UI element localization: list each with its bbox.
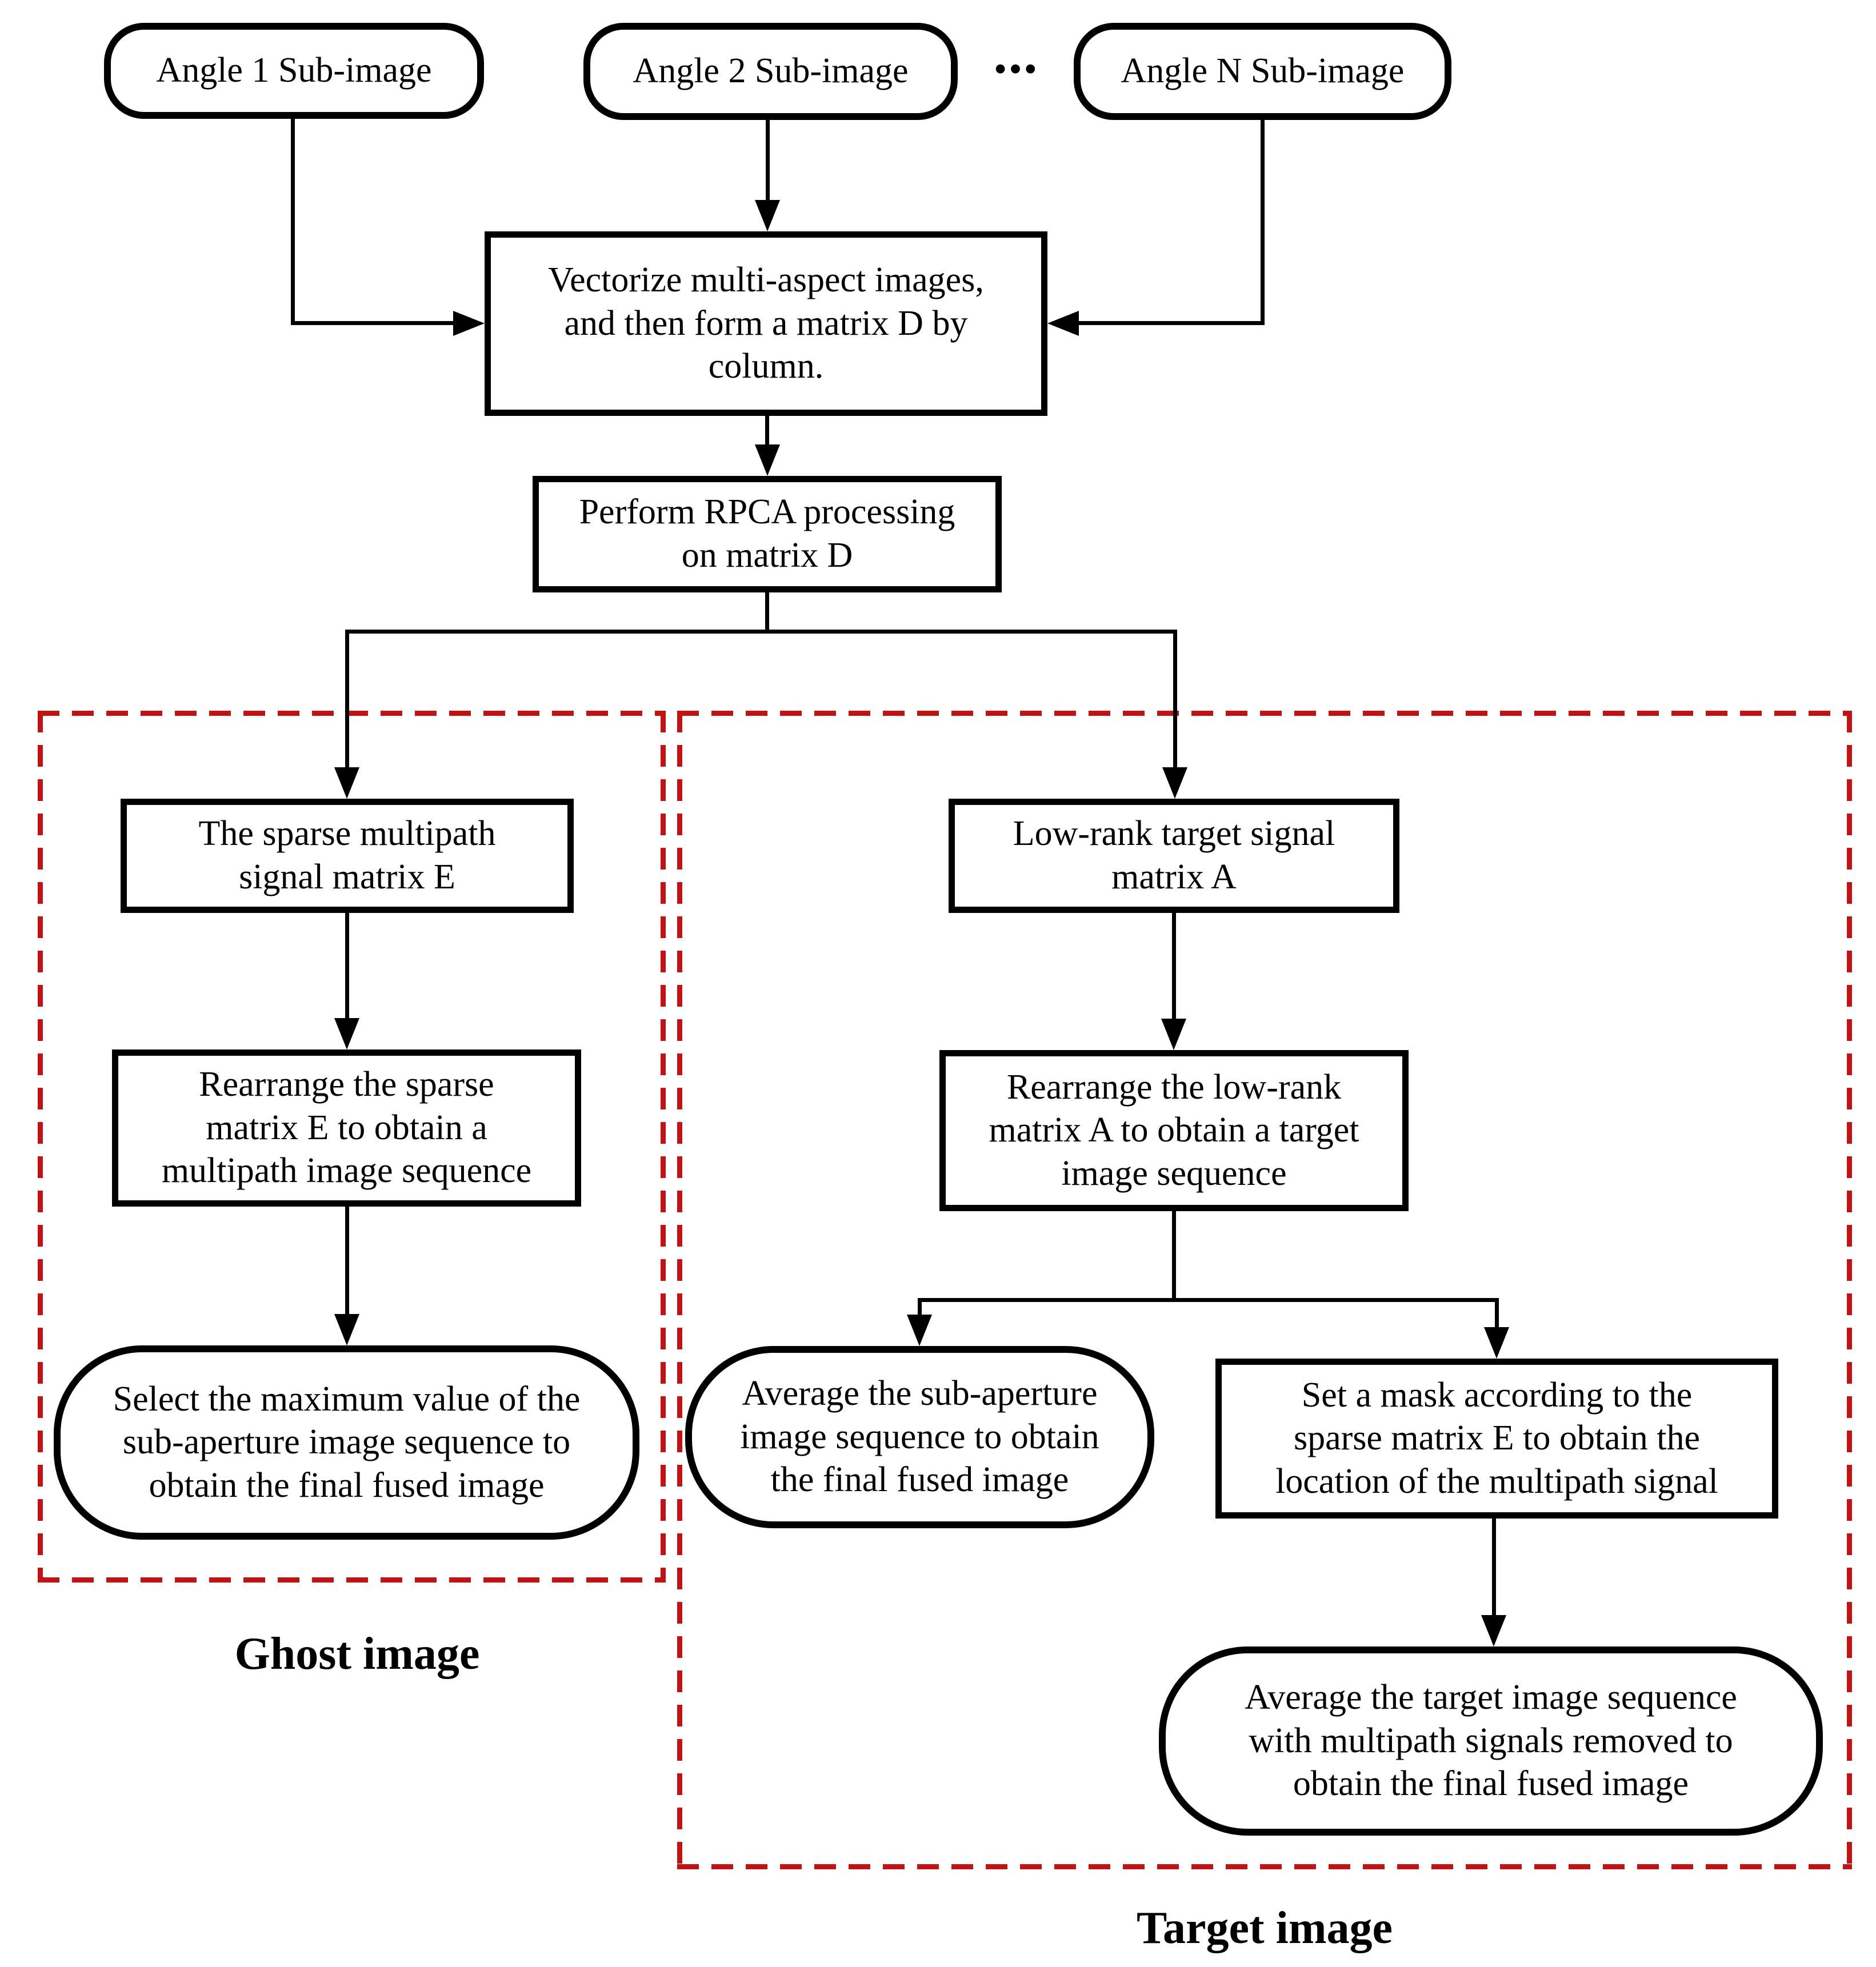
node-label: Select the maximum value of the sub-aper… bbox=[113, 1379, 581, 1505]
node-set-mask: Set a mask according to the sparse matri… bbox=[1215, 1359, 1778, 1519]
connector-mask-avg-target bbox=[1492, 1519, 1496, 1616]
arrowhead-into-vectorize-right bbox=[1047, 311, 1079, 336]
node-label: Angle 2 Sub-image bbox=[633, 51, 909, 91]
node-label: Angle N Sub-image bbox=[1121, 51, 1405, 91]
dashed-edge bbox=[38, 711, 43, 1583]
arrowhead-into-avg-subaperture bbox=[907, 1315, 932, 1346]
ellipsis-more-angles: ••• bbox=[971, 40, 1063, 97]
connector-split-lowrank-a bbox=[1173, 630, 1177, 768]
connector-angle2-vectorize bbox=[766, 119, 770, 201]
arrowhead-into-select-max bbox=[334, 1314, 359, 1345]
node-vectorize-matrix-d: Vectorize multi-aspect images, and then … bbox=[485, 231, 1047, 416]
dashed-edge bbox=[677, 711, 682, 1869]
arrowhead-into-sparse-e bbox=[334, 767, 359, 799]
dashed-edge bbox=[38, 711, 666, 716]
node-label: The sparse multipath signal matrix E bbox=[198, 814, 496, 896]
node-label: Average the sub-aperture image sequence … bbox=[740, 1374, 1099, 1500]
arrowhead-into-rearrange-e bbox=[334, 1018, 359, 1049]
arrowhead-into-rearrange-a bbox=[1161, 1019, 1186, 1050]
node-label: Rearrange the sparse matrix E to obtain … bbox=[161, 1065, 532, 1191]
connector-split-sparse-e bbox=[345, 630, 349, 768]
ghost-image-label-text: Ghost image bbox=[234, 1629, 480, 1679]
arrowhead-into-lowrank-a bbox=[1162, 767, 1187, 799]
connector-split-avg-subaperture bbox=[918, 1298, 922, 1316]
connector-rearrange-e-select-max bbox=[345, 1207, 349, 1315]
connector-rpca-split-h bbox=[345, 630, 1177, 634]
node-average-subaperture: Average the sub-aperture image sequence … bbox=[685, 1346, 1154, 1528]
ellipsis-dots: ••• bbox=[994, 50, 1040, 87]
arrowhead-into-set-mask bbox=[1484, 1327, 1509, 1359]
connector-anglen-vectorize-h bbox=[1076, 321, 1265, 325]
node-rearrange-sparse-e: Rearrange the sparse matrix E to obtain … bbox=[112, 1049, 581, 1207]
connector-split-set-mask bbox=[1495, 1298, 1499, 1328]
node-label: Set a mask according to the sparse matri… bbox=[1275, 1375, 1718, 1501]
node-anglen-subimage: Angle N Sub-image bbox=[1074, 23, 1451, 120]
node-label: Rearrange the low-rank matrix A to obtai… bbox=[989, 1067, 1359, 1193]
node-angle2-subimage: Angle 2 Sub-image bbox=[583, 23, 958, 120]
node-lowrank-matrix-a: Low-rank target signal matrix A bbox=[949, 799, 1399, 913]
node-average-target: Average the target image sequence with m… bbox=[1159, 1646, 1823, 1836]
node-select-maximum: Select the maximum value of the sub-aper… bbox=[54, 1345, 639, 1540]
node-label: Angle 1 Sub-image bbox=[156, 51, 432, 90]
target-image-label-text: Target image bbox=[1136, 1903, 1393, 1953]
node-sparse-matrix-e: The sparse multipath signal matrix E bbox=[121, 799, 574, 913]
node-angle1-subimage: Angle 1 Sub-image bbox=[104, 23, 484, 119]
node-label: Average the target image sequence with m… bbox=[1245, 1678, 1737, 1804]
arrowhead-into-avg-target bbox=[1481, 1615, 1506, 1646]
connector-vectorize-rpca bbox=[765, 416, 769, 446]
arrowhead-into-rpca bbox=[755, 444, 780, 476]
dashed-edge bbox=[1847, 711, 1852, 1869]
dashed-edge bbox=[677, 1864, 1852, 1869]
connector-rpca-split-v bbox=[765, 592, 769, 634]
arrowhead-into-vectorize-left bbox=[453, 311, 485, 336]
connector-rearrange-a-split-h bbox=[918, 1298, 1499, 1302]
connector-anglen-vectorize-v bbox=[1261, 119, 1265, 325]
node-label: Vectorize multi-aspect images, and then … bbox=[548, 261, 984, 386]
arrowhead-into-vectorize-top bbox=[755, 200, 780, 231]
connector-angle1-vectorize-v bbox=[291, 117, 295, 325]
node-rearrange-lowrank-a: Rearrange the low-rank matrix A to obtai… bbox=[939, 1050, 1409, 1211]
target-image-label: Target image bbox=[1065, 1902, 1465, 1954]
target-image-dashed-region bbox=[677, 711, 1852, 1869]
connector-sparse-rearrange-e bbox=[345, 913, 349, 1019]
ghost-image-dashed-region bbox=[38, 711, 666, 1583]
node-label: Perform RPCA processing on matrix D bbox=[579, 492, 955, 575]
ghost-image-label: Ghost image bbox=[157, 1628, 557, 1680]
node-label: Low-rank target signal matrix A bbox=[1013, 814, 1335, 896]
connector-angle1-vectorize-h bbox=[291, 321, 457, 325]
node-perform-rpca: Perform RPCA processing on matrix D bbox=[533, 476, 1002, 592]
connector-lowrank-rearrange-a bbox=[1172, 913, 1176, 1020]
dashed-edge bbox=[38, 1577, 666, 1583]
dashed-edge bbox=[677, 711, 1852, 716]
dashed-edge bbox=[661, 711, 666, 1583]
connector-rearrange-a-split-v bbox=[1172, 1211, 1176, 1302]
